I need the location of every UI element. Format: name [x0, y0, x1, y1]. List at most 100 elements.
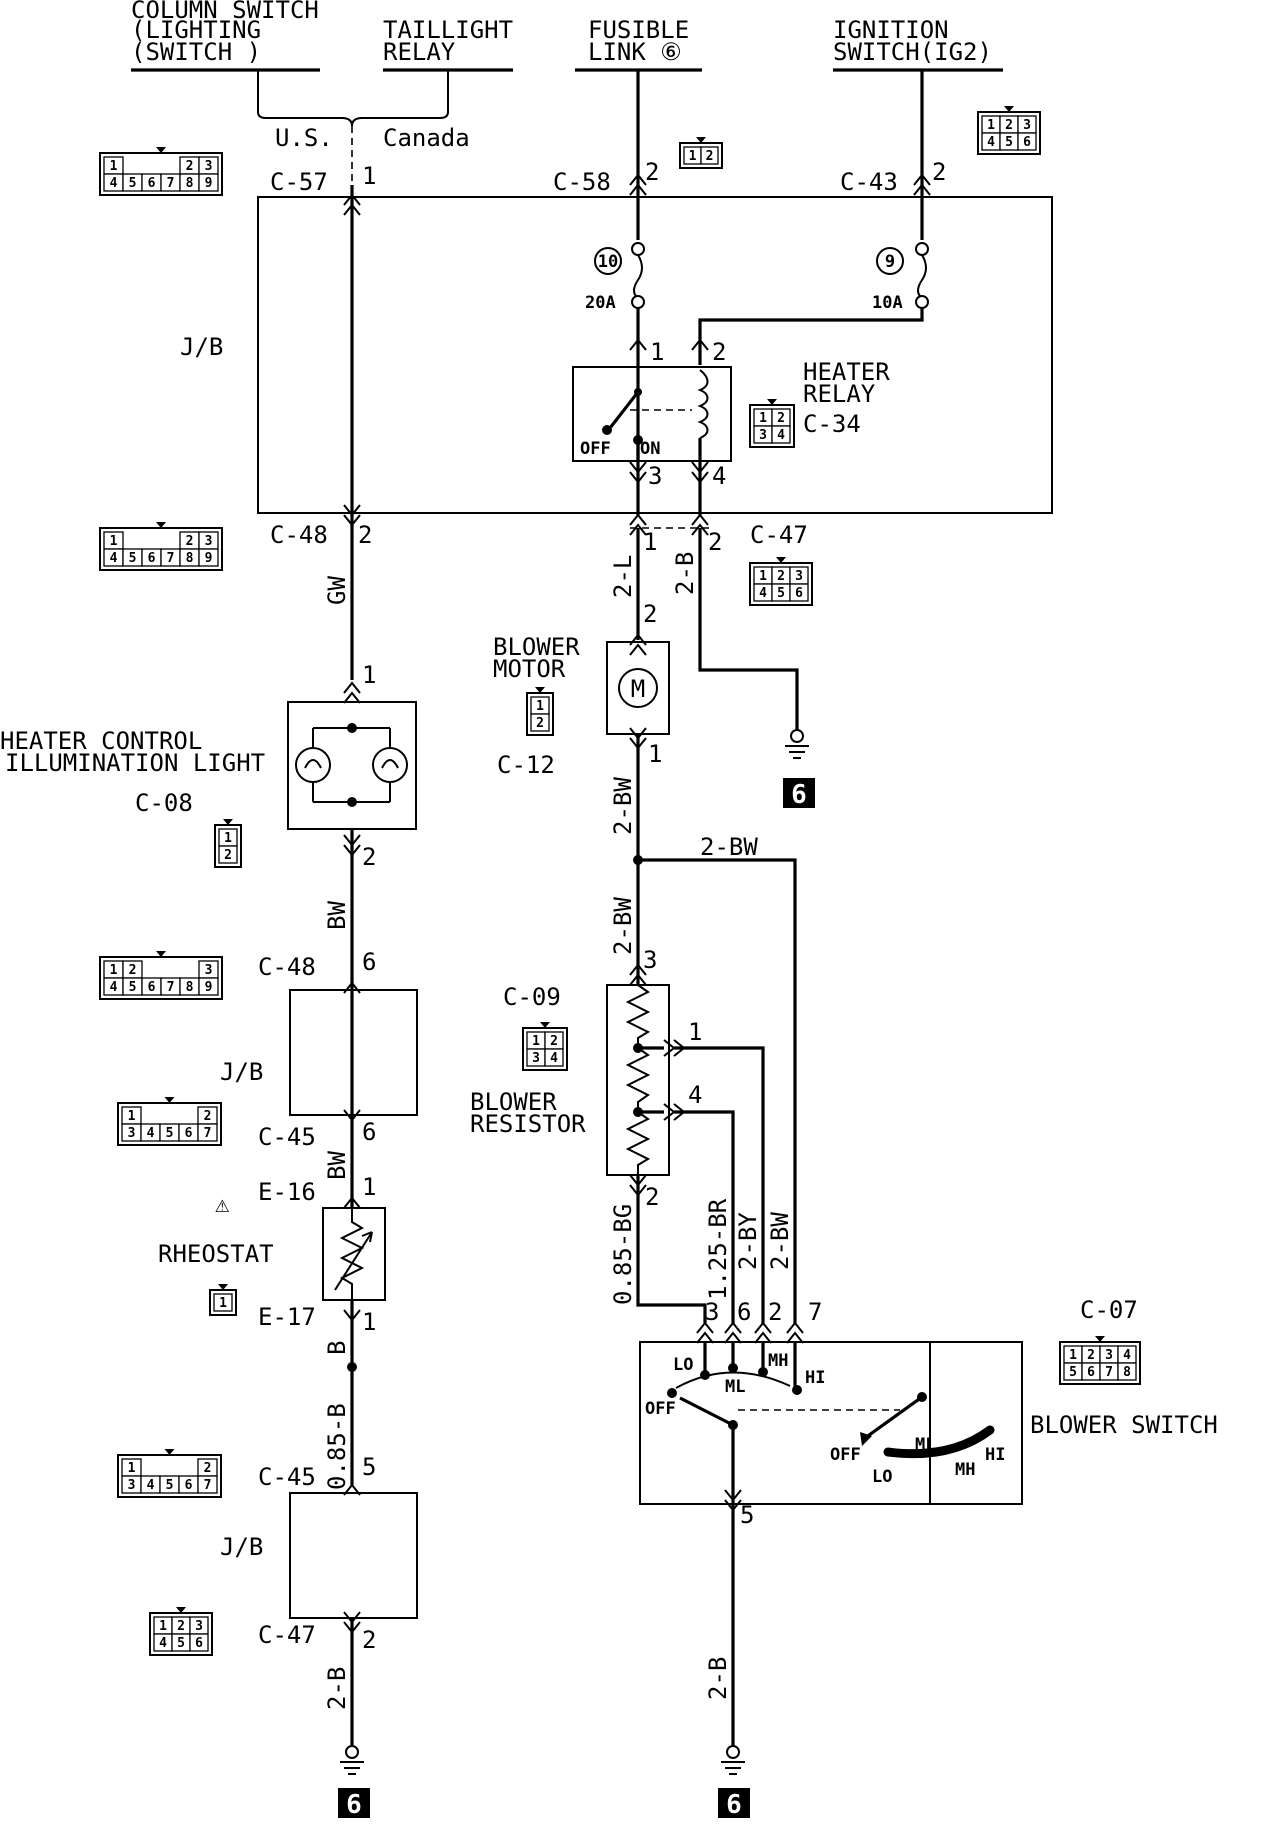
heater-relay-label: HEATER [803, 358, 890, 386]
junction-block-middle [289, 989, 418, 1116]
connector-pin-number: 6 [195, 1636, 203, 1651]
wire-125br-label: 1.25-BR [704, 1198, 732, 1300]
connector-pin-number: 5 [1069, 1365, 1077, 1380]
ground-icon-3 [721, 1745, 745, 1775]
rheostat-label: RHEOSTAT [158, 1240, 274, 1268]
wire-2bw-a-label: 2-BW [609, 777, 637, 835]
fusible-link-label-2: LINK ⑥ [588, 38, 682, 66]
fuse10-number: 10 [598, 252, 618, 272]
ignition-switch-label-2: SWITCH(IG2) [833, 38, 992, 66]
c47-top-connector-label: C-47 [750, 521, 808, 549]
fuse10-rating: 20A [585, 293, 616, 313]
connector-pin-number: 2 [204, 1109, 212, 1124]
connector-pin-number: 2 [777, 569, 785, 584]
connector-pin-number: 1 [532, 1034, 540, 1049]
connector-pin-number: 4 [147, 1126, 155, 1141]
light-pin-2: 2 [362, 843, 376, 871]
motor-symbol: M [631, 675, 645, 703]
connector-pin-number: 7 [204, 1478, 212, 1493]
connector-pin-number: 1 [219, 1296, 227, 1311]
connector-pin-number: 8 [186, 980, 194, 995]
e16-pin: 1 [362, 1173, 376, 1201]
relay-pin-4: 4 [712, 462, 726, 490]
blower-switch-box [639, 1341, 1023, 1505]
light-pin-1: 1 [362, 661, 376, 689]
connector-pin-number: 1 [1069, 1348, 1077, 1363]
connector-pin-number: 4 [147, 1478, 155, 1493]
connector-pin-number: 1 [159, 1619, 167, 1634]
taillight-relay-label: TAILLIGHT [383, 16, 513, 44]
column-switch-header: COLUMN SWITCH (LIGHTING (SWITCH ) [131, 0, 320, 72]
wire-gw-label: GW [323, 576, 351, 605]
switch-pos-mh: MH [768, 1351, 788, 1371]
c43-connector-label: C-43 [840, 168, 898, 196]
connector-pin-number: 5 [1005, 135, 1013, 150]
motor-pin-2: 2 [643, 600, 657, 628]
blower-resistor-label-2: RESISTOR [470, 1110, 586, 1138]
connector-pin-number: 4 [759, 586, 767, 601]
connector-pin-number: 1 [128, 1109, 136, 1124]
c58-connector-label: C-58 [553, 168, 611, 196]
connector-pin-number: 4 [110, 551, 118, 566]
connector-pin-number: 3 [205, 159, 213, 174]
switch-pos-ml: ML [725, 1377, 745, 1397]
connector-pin-number: 1 [128, 1461, 136, 1476]
connector-pin-number: 3 [205, 534, 213, 549]
connector-pin-number: 3 [205, 963, 213, 978]
taillight-relay-label-2: RELAY [383, 38, 456, 66]
relay-pin-1: 1 [650, 338, 664, 366]
wire-2by-label: 2-BY [734, 1212, 762, 1270]
connector-pin-number: 2 [777, 411, 785, 426]
wire-2b-switch-label: 2-B [704, 1657, 732, 1700]
us-label: U.S. [275, 124, 333, 152]
connector-pin-number: 1 [110, 534, 118, 549]
resistor-pin-3: 3 [643, 946, 657, 974]
ground-ref-label-2: 6 [791, 780, 807, 810]
connector-pin-number: 2 [186, 159, 194, 174]
blower-switch-label: BLOWER SWITCH [1030, 1411, 1218, 1439]
connector-pin-number: 4 [110, 176, 118, 191]
switch-pin-3: 3 [705, 1298, 719, 1326]
connector-pin-number: 2 [1005, 118, 1013, 133]
ignition-switch-header: IGNITION SWITCH(IG2) [833, 16, 1003, 72]
connector-pin-number: 4 [159, 1636, 167, 1651]
connector-pin-number: 6 [148, 551, 156, 566]
ground-ref-box-2 [783, 778, 815, 808]
connector-pin-number: 4 [987, 135, 995, 150]
ground-ref-label: 6 [346, 1790, 362, 1820]
warning-icon: ⚠ [215, 1190, 230, 1218]
wire-2bw-c-label: 2-BW [766, 1212, 794, 1270]
jb-label-upper: J/B [180, 333, 223, 361]
connector-pin-number: 2 [224, 848, 232, 863]
c47-pin-2: 2 [708, 528, 722, 556]
connector-pin-number: 6 [1087, 1365, 1095, 1380]
switch-rotary-lo: LO [872, 1467, 892, 1487]
connector-pin-number: 6 [148, 176, 156, 191]
wire-b-label: B [323, 1341, 351, 1355]
switch-pos-lo: LO [673, 1355, 693, 1375]
connector-pin-number: 8 [186, 551, 194, 566]
relay-pin-2: 2 [712, 338, 726, 366]
connector-pin-number: 9 [205, 176, 213, 191]
wire-2l-label: 2-L [609, 555, 637, 598]
connector-pin-number: 1 [759, 569, 767, 584]
c48-mid-pin: 6 [362, 948, 376, 976]
connector-pin-number: 9 [205, 980, 213, 995]
connector-pin-number: 1 [110, 159, 118, 174]
connector-pin-number: 7 [1105, 1365, 1113, 1380]
switch-pin-2: 2 [768, 1298, 782, 1326]
ignition-switch-label: IGNITION [833, 16, 949, 44]
relay-on-label: ON [640, 439, 660, 459]
connector-pin-number: 2 [129, 963, 137, 978]
wire-bw-upper-label: BW [323, 901, 351, 930]
connector-pin-number: 2 [706, 149, 714, 164]
wire-085bg-label: 0.85-BG [609, 1204, 637, 1305]
connector-pin-number: 5 [166, 1126, 174, 1141]
c47-low-connector-label: C-47 [258, 1621, 316, 1649]
